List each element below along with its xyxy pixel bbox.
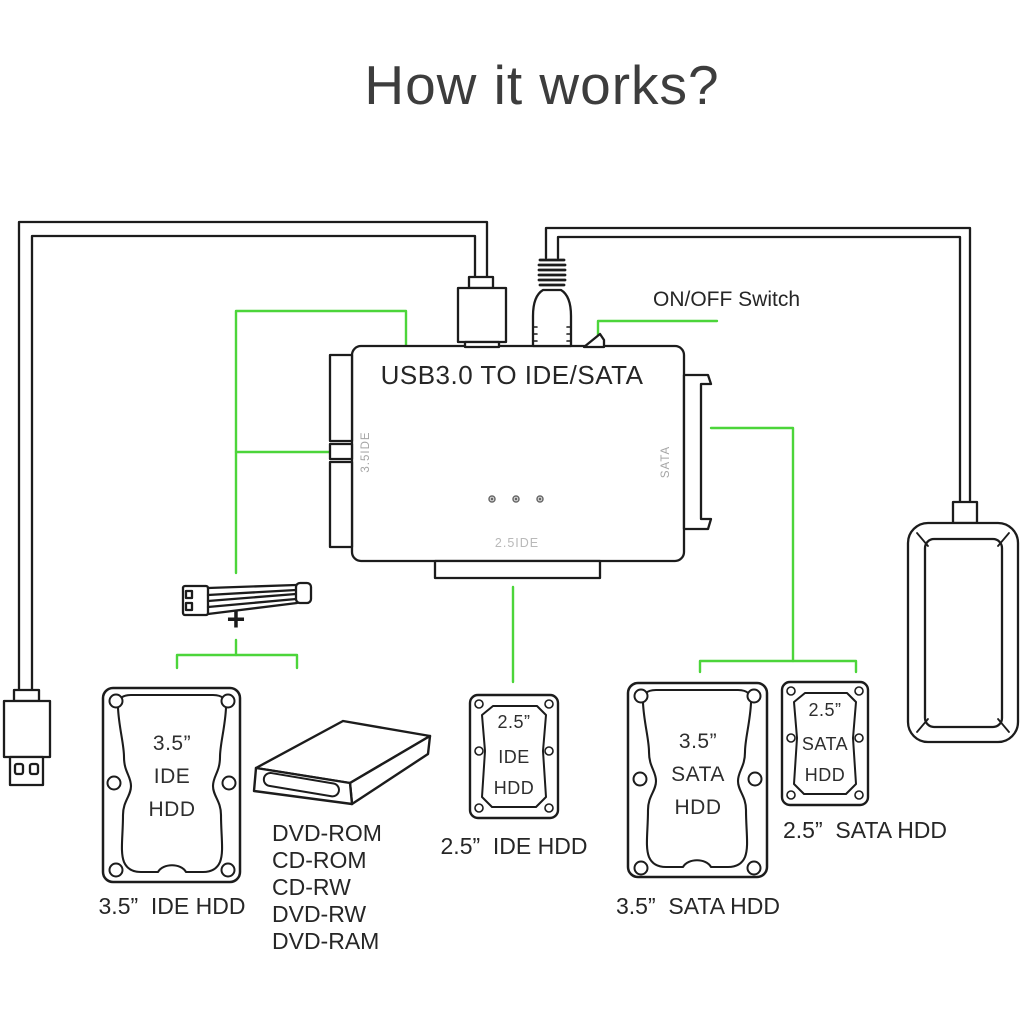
adapter-port-label-25ide: 2.5IDE xyxy=(494,536,540,550)
hdd-35-ide-hdd-label: HDD xyxy=(148,798,196,821)
hdd-35-ide-size-label: 3.5” xyxy=(152,732,192,755)
hdd-25-sata-type-label: SATA xyxy=(801,734,849,754)
adapter-side-label-ide: 3.5IDE xyxy=(359,431,372,473)
onoff-switch-shape xyxy=(582,332,606,349)
led-indicators xyxy=(488,495,544,503)
onoff-switch-label: ON/OFF Switch xyxy=(653,288,801,311)
adapter-side-label-sata: SATA xyxy=(659,445,672,479)
hdd-35-ide-caption: 3.5” IDE HDD xyxy=(98,893,246,919)
hdd-35-sata-size-label: 3.5” xyxy=(678,730,718,753)
power-cable xyxy=(544,226,972,505)
adapter-title: USB3.0 TO IDE/SATA xyxy=(380,360,644,390)
power-adapter-brick xyxy=(906,500,1020,744)
hdd-35-sata-shape xyxy=(626,681,769,879)
hdd-35-sata-type-label: SATA xyxy=(671,763,725,786)
hdd-25-ide-hdd-label: HDD xyxy=(493,778,535,798)
hdd-35-ide-type-label: IDE xyxy=(153,765,191,788)
hdd-35-ide-shape xyxy=(101,686,242,884)
plus-sign: + xyxy=(226,601,246,637)
optical-format-item: DVD-RAM xyxy=(272,928,380,954)
optical-format-item: CD-RW xyxy=(272,874,351,900)
optical-format-item: DVD-ROM xyxy=(272,820,382,846)
diagram-title: How it works? xyxy=(364,54,720,116)
adapter-25ide-port xyxy=(433,559,602,580)
usb-cable xyxy=(17,220,489,694)
hdd-25-ide-type-label: IDE xyxy=(498,747,530,767)
hdd-25-sata-size-label: 2.5” xyxy=(808,700,842,720)
dc-power-plug xyxy=(531,258,573,348)
adapter-body xyxy=(328,332,713,580)
usb-plug-top xyxy=(456,275,508,349)
optical-format-list: DVD-ROM CD-ROM CD-RW DVD-RW DVD-RAM xyxy=(272,820,382,955)
adapter-ide-connector xyxy=(328,353,354,549)
molex-connector xyxy=(181,581,313,617)
hdd-35-sata-caption: 3.5” SATA HDD xyxy=(615,893,781,919)
optical-format-item: CD-ROM xyxy=(272,847,367,873)
hdd-25-ide-size-label: 2.5” xyxy=(497,712,531,732)
optical-drive-shape xyxy=(252,719,432,806)
hdd-25-sata-caption: 2.5” SATA HDD xyxy=(783,817,948,843)
adapter-sata-connector xyxy=(682,373,713,531)
hdd-25-sata-shape xyxy=(780,680,870,807)
hdd-35-sata-hdd-label: HDD xyxy=(674,796,722,819)
hdd-25-ide-caption: 2.5” IDE HDD xyxy=(440,833,588,859)
hdd-25-ide-shape xyxy=(468,693,560,820)
connection-lines xyxy=(175,309,858,684)
hdd-25-sata-hdd-label: HDD xyxy=(804,765,846,785)
optical-format-item: DVD-RW xyxy=(272,901,367,927)
usb-plug-bottom xyxy=(2,688,52,787)
